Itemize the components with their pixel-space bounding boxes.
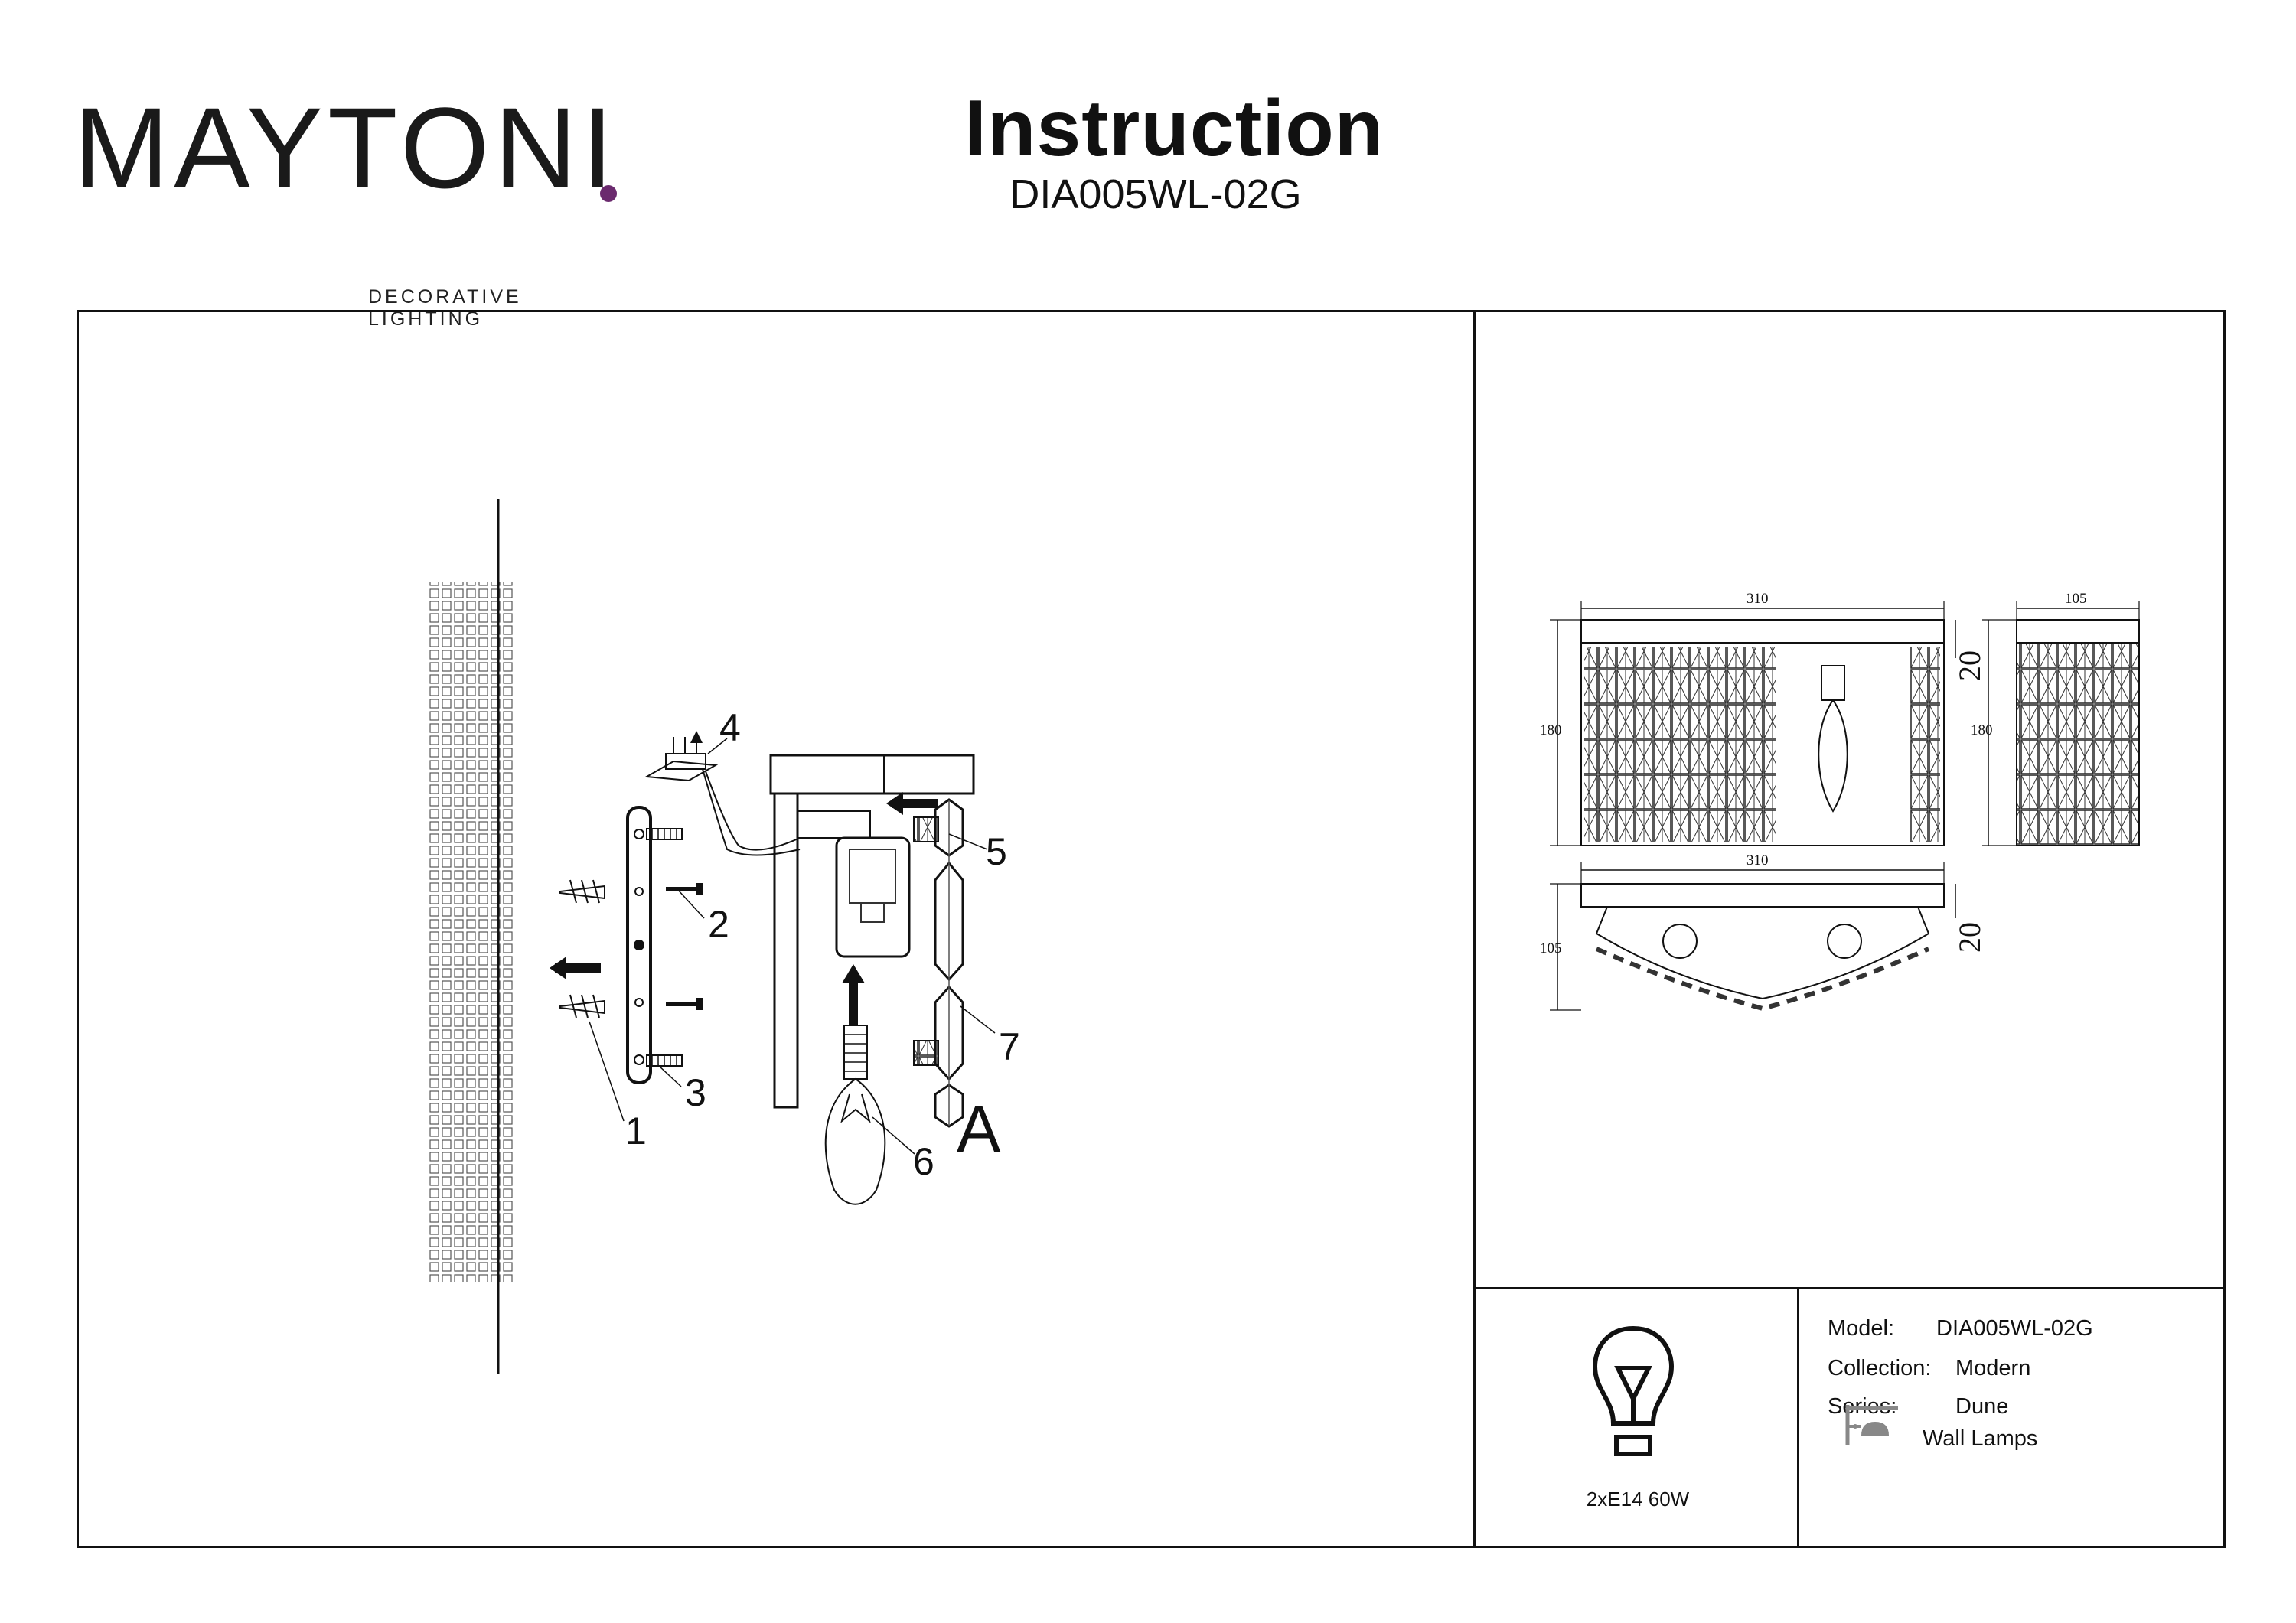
front-view: 310 180 20 bbox=[1540, 591, 1987, 846]
dim-front-height: 180 bbox=[1540, 722, 1562, 738]
collection-label: Collection: bbox=[1828, 1356, 1932, 1380]
side-view: 105 180 bbox=[1971, 591, 2140, 846]
dim-side-width: 105 bbox=[2065, 591, 2087, 607]
brand-accent-dot bbox=[600, 185, 617, 202]
assembly-diagram: 1 2 3 4 5 6 7 A bbox=[429, 499, 1020, 1374]
dim-top-width: 310 bbox=[1746, 852, 1769, 869]
dim-top-depth-20: 20 bbox=[1952, 922, 1987, 953]
divider-vertical bbox=[1473, 310, 1476, 1548]
collection-value: Modern bbox=[1955, 1356, 2031, 1380]
brand-logo: MAYTONI DECORATIVE LIGHTING bbox=[73, 90, 617, 330]
candle-bulb bbox=[824, 1025, 886, 1205]
dim-side-height: 180 bbox=[1971, 722, 1993, 738]
crystal-panel bbox=[1584, 647, 1776, 842]
part-label: 6 bbox=[913, 1140, 934, 1183]
light-bulb-icon bbox=[1592, 1325, 1675, 1456]
wall-texture bbox=[429, 582, 513, 1282]
series-value: Dune bbox=[1955, 1394, 2009, 1419]
screw bbox=[666, 883, 703, 1010]
part-label: 2 bbox=[708, 903, 729, 946]
dim-front-depth: 20 bbox=[1952, 650, 1987, 681]
page-title: Instruction bbox=[964, 84, 1384, 173]
wall-plug bbox=[559, 879, 605, 1018]
part-label: 1 bbox=[625, 1110, 647, 1152]
brand-name: MAYTONI bbox=[73, 83, 618, 212]
divider-info bbox=[1797, 1287, 1799, 1548]
part-label: 5 bbox=[986, 830, 1007, 873]
divider-horizontal bbox=[1473, 1287, 2226, 1289]
crystal-column bbox=[934, 798, 964, 1128]
dim-front-width: 310 bbox=[1746, 591, 1769, 607]
wall-lamp-icon bbox=[1845, 1405, 1898, 1445]
view-label: A bbox=[957, 1093, 1001, 1166]
type-value: Wall Lamps bbox=[1923, 1426, 2038, 1451]
lamp-body bbox=[769, 754, 975, 1109]
instruction-frame bbox=[77, 310, 2226, 1548]
threaded-stud bbox=[646, 828, 683, 1067]
model-code-heading: DIA005WL-02G bbox=[1009, 171, 1302, 217]
model-label: Model: bbox=[1828, 1316, 1895, 1341]
part-label: 3 bbox=[685, 1071, 706, 1114]
lamp-spec: 2xE14 60W bbox=[1586, 1488, 1690, 1511]
top-view: 310 105 20 bbox=[1540, 852, 1987, 1012]
dim-top-depth: 105 bbox=[1540, 940, 1562, 957]
part-label: 7 bbox=[999, 1025, 1020, 1068]
mounting-plate bbox=[626, 806, 652, 1084]
model-value: DIA005WL-02G bbox=[1936, 1316, 2093, 1341]
part-label: 4 bbox=[719, 706, 741, 749]
crystal-panel bbox=[1910, 647, 1940, 842]
